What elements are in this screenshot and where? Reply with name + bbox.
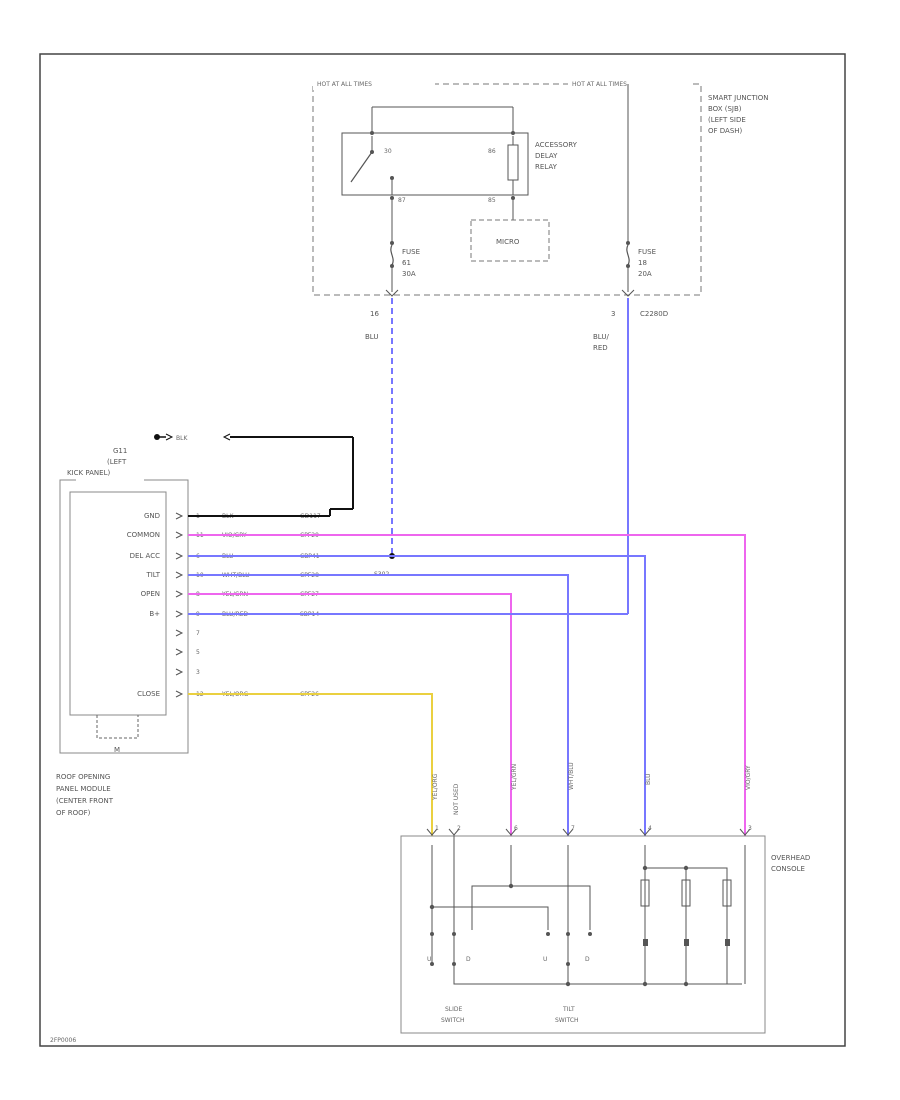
relay-label-1: ACCESSORY [535,141,578,149]
module-pin-name: GND [144,512,160,520]
diagram-code: 2FP0006 [50,1037,76,1044]
drop-wire-wht-blu: WHT/BLU [568,762,575,790]
relay-label-2: DELAY [535,152,558,160]
fuse-right-2: 18 [638,259,647,267]
sjb-label-3: (LEFT SIDE [708,116,746,124]
module-pin-row: 7 [175,629,200,637]
console-pin-number: 7 [571,825,575,832]
drop-wire-blu: BLU [645,773,652,785]
drop-wire-yel-org: YEL/ORG [432,773,439,801]
ground-wire-label: BLK [176,435,188,442]
module-pin-name: B+ [149,610,160,618]
sjb-label-2: BOX (SJB) [708,105,742,113]
relay-pin-86: 86 [488,148,496,155]
relay-pin-87: 87 [398,197,406,204]
console-label-2: CONSOLE [771,865,805,873]
module-pin-row: 5 [175,648,200,656]
overhead-console [400,835,766,1034]
sjb-pin-right: 3 [611,310,615,318]
micro-box [470,219,550,262]
wire-left-color: BLU [365,333,378,341]
console-connector [562,828,574,836]
ground-label-3: KICK PANEL) [67,469,110,477]
fuse-left-1: FUSE [402,248,420,256]
ground-label-1: G11 [113,447,127,455]
module-name-4: OF ROOF) [56,809,91,817]
console-connector [505,828,517,836]
module-name-1: ROOF OPENING [56,773,110,781]
slide-switch-2: SWITCH [441,1017,465,1024]
module-name-3: (CENTER FRONT [56,797,114,805]
sjb-pin-left: 16 [370,310,379,318]
module-name-2: PANEL MODULE [56,785,111,793]
module-inner [69,491,167,716]
fuse-left-3: 30A [402,270,416,278]
module-pin-number: 3 [196,669,200,676]
module-outer [59,479,189,754]
motor-label: M [114,746,120,754]
tilt-d: D [585,956,590,963]
module-pin-name: CLOSE [137,690,160,698]
ground-label-2: (LEFT [107,458,127,466]
relay-pin-85: 85 [488,197,496,204]
console-label-1: OVERHEAD [771,854,810,862]
console-pin-number: 3 [748,825,752,832]
slide-switch-1: SLIDE [445,1006,463,1013]
tilt-u: U [543,956,547,963]
fuse-right-1: FUSE [638,248,656,256]
module-pin-row: 3 [175,668,200,676]
drop-wire-vio-gry: VIO/GRY [745,765,752,790]
console-pin-number: 4 [648,825,652,832]
sjb-label-1: SMART JUNCTION [708,94,769,102]
hot-label-right: HOT AT ALL TIMES [572,81,627,88]
micro-label: MICRO [496,238,520,246]
tilt-switch-2: SWITCH [555,1017,579,1024]
slide-d: D [466,956,471,963]
slide-u: U [427,956,431,963]
console-connector [739,828,751,836]
console-pin-number: 2 [457,825,461,832]
module-pin-number: 7 [196,630,200,637]
module-pin-name: COMMON [127,531,160,539]
module-pin-name: OPEN [141,590,160,598]
sjb-box [312,83,702,296]
relay-label-3: RELAY [535,163,558,171]
diagram-frame [39,53,846,1047]
tilt-switch-1: TILT [562,1006,575,1013]
fuse-right-3: 20A [638,270,652,278]
not-used-label: NOT USED [453,783,460,815]
wire-right-color-2: RED [593,344,608,352]
console-connector [639,828,651,836]
sjb-label-4: OF DASH) [708,127,743,135]
module-pin-name: TILT [145,571,160,579]
wire-right-color-1: BLU/ [593,333,609,341]
console-pin-number: 6 [514,825,518,832]
module-pin-number: 5 [196,649,200,656]
fuse-left-2: 61 [402,259,411,267]
drop-wire-yel-grn: YEL/GRN [511,764,518,791]
module-pin-name: DEL ACC [130,552,160,560]
relay-pin-30: 30 [384,148,392,155]
accessory-delay-relay [341,132,529,196]
console-pin-number: 1 [435,825,439,832]
hot-label-left: HOT AT ALL TIMES [317,81,372,88]
console-connector [426,828,438,836]
connector-right: C2280D [640,310,668,318]
